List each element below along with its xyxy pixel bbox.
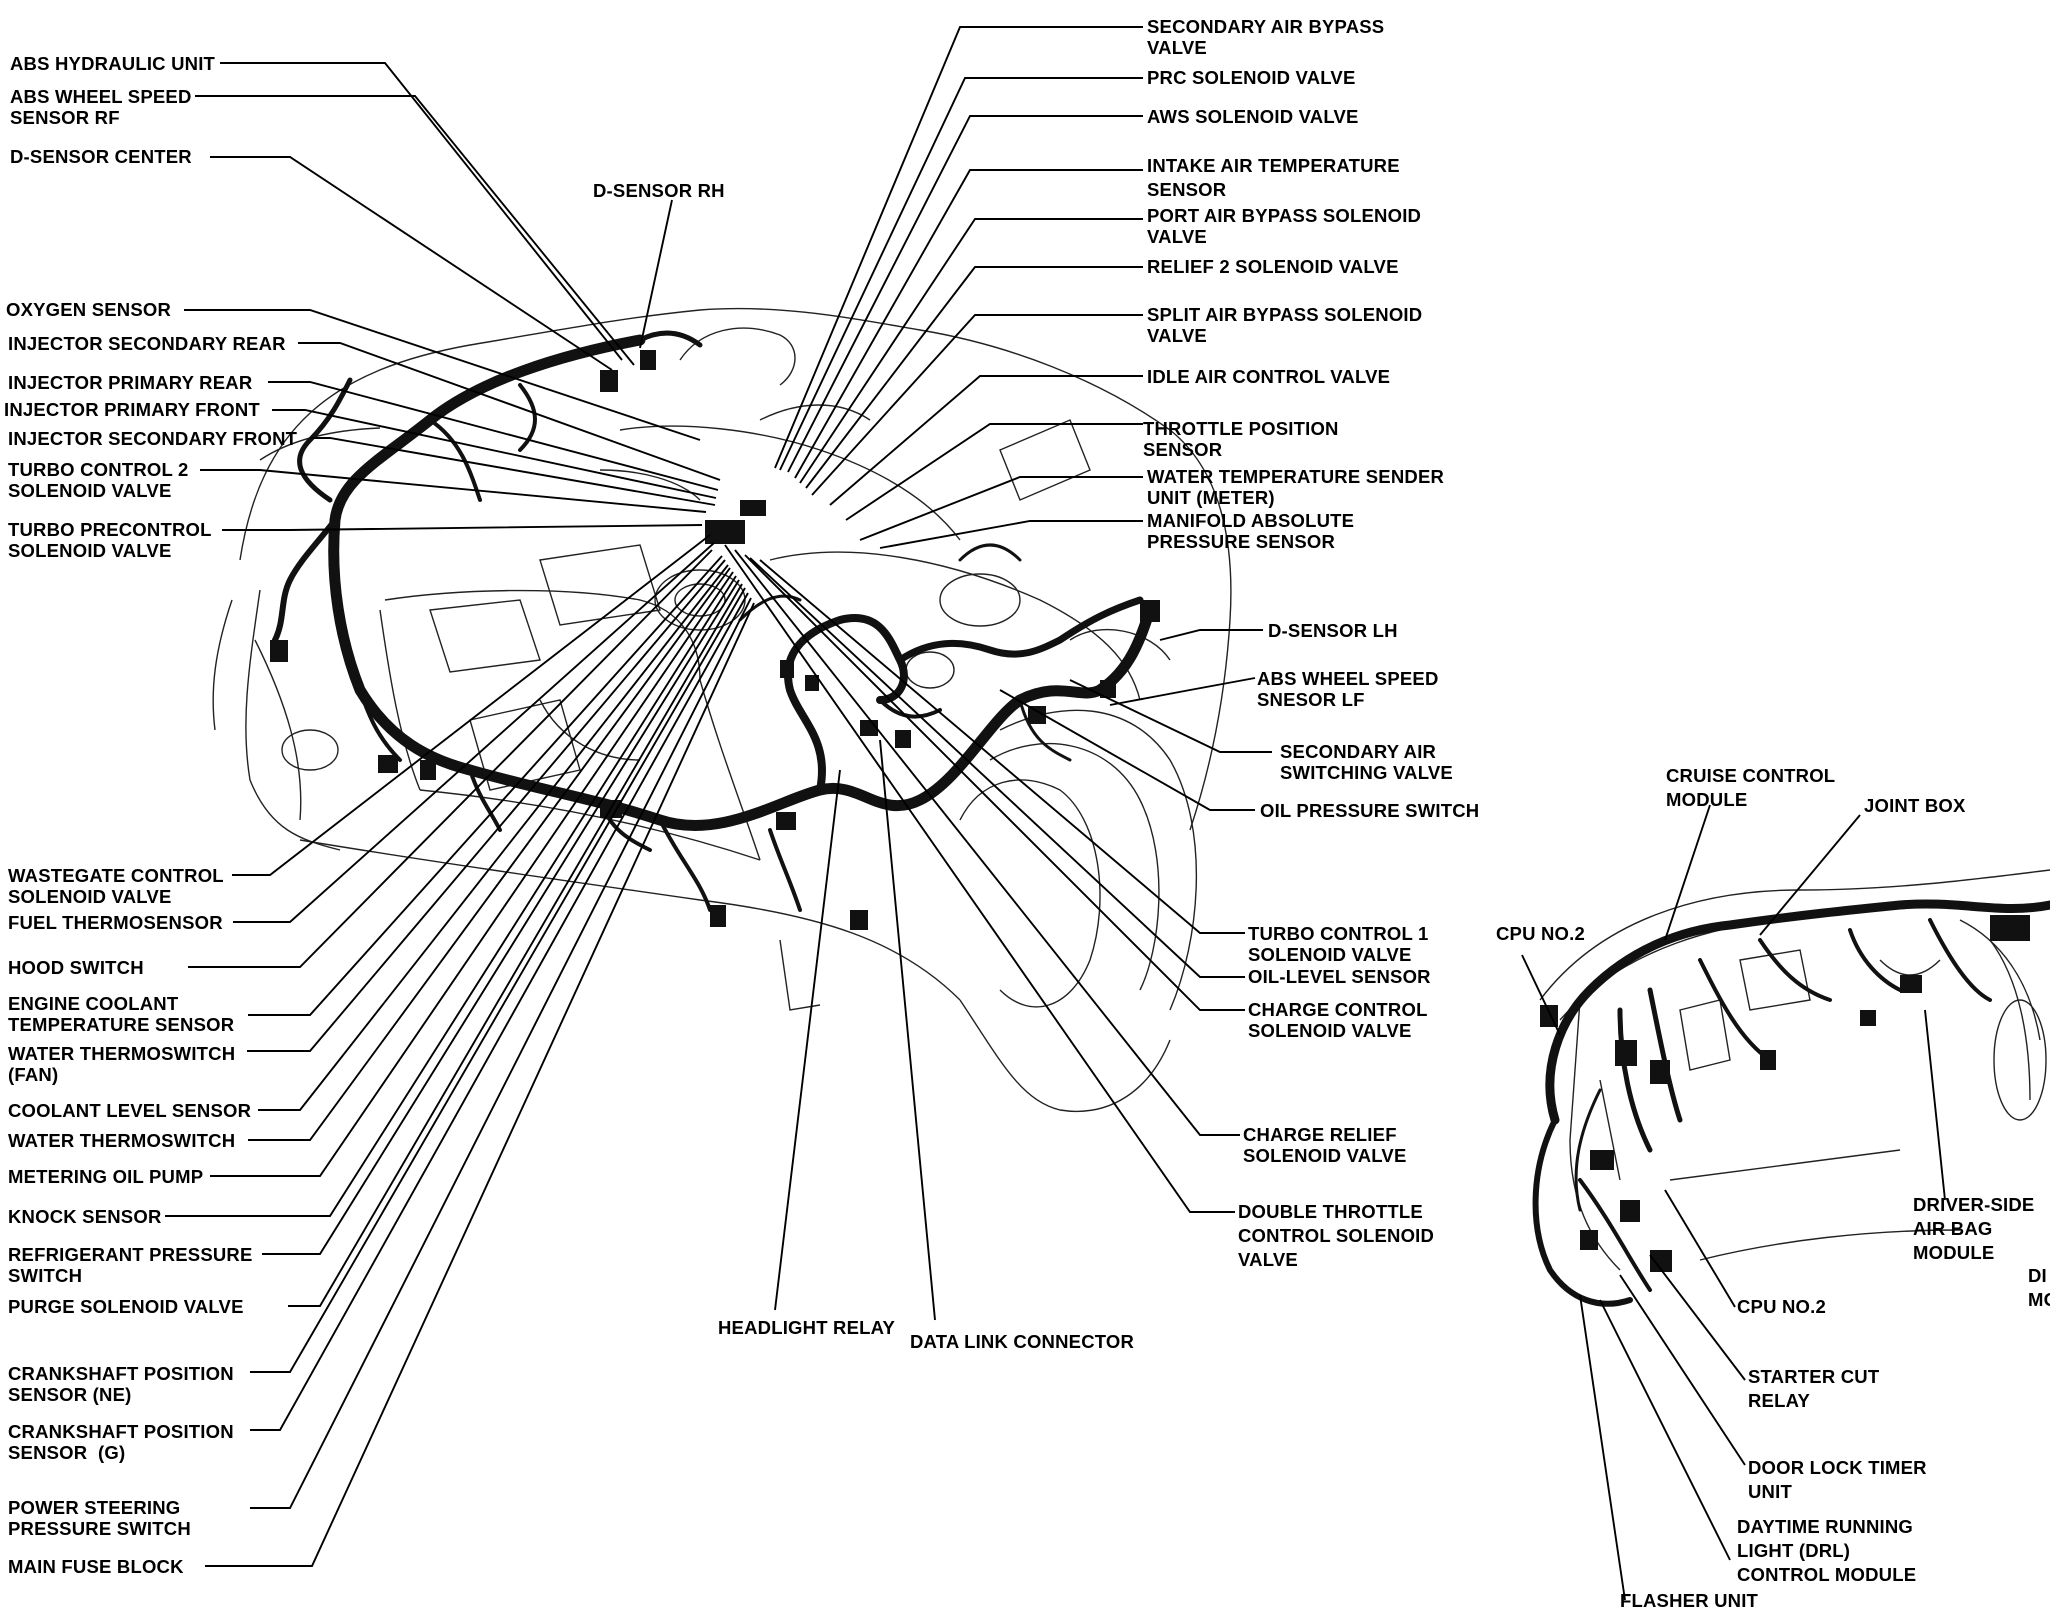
- label-oxygen-sensor: OXYGEN SENSOR: [6, 299, 172, 320]
- label-port-air-bypass-solenoid-valve: PORT AIR BYPASS SOLENOID VALVE: [1147, 205, 1422, 247]
- label-water-thermoswitch-fan: WATER THERMOSWITCH (FAN): [8, 1043, 236, 1085]
- label-abs-wheel-speed-sensor-lf: ABS WHEEL SPEED SNESOR LF: [1257, 668, 1439, 710]
- label-driver-side-air-bag-module: DRIVER-SIDE AIR BAG MODULE: [1913, 1194, 2035, 1263]
- label-split-air-bypass-solenoid-valve: SPLIT AIR BYPASS SOLENOID VALVE: [1147, 304, 1423, 346]
- label-water-thermoswitch: WATER THERMOSWITCH: [8, 1130, 236, 1151]
- label-double-throttle-control-solenoid-valve: DOUBLE THROTTLE CONTROL SOLENOID VALVE: [1238, 1201, 1435, 1270]
- label-fuel-thermosensor: FUEL THERMOSENSOR: [8, 912, 223, 933]
- label-cpu-no2-top: CPU NO.2: [1496, 923, 1585, 944]
- label-hood-switch: HOOD SWITCH: [8, 957, 144, 978]
- label-abs-hydraulic-unit: ABS HYDRAULIC UNIT: [10, 53, 216, 74]
- label-purge-solenoid-valve: PURGE SOLENOID VALVE: [8, 1296, 244, 1317]
- label-door-lock-timer-unit: DOOR LOCK TIMER UNIT: [1748, 1457, 1927, 1502]
- label-charge-control-solenoid-valve: CHARGE CONTROL SOLENOID VALVE: [1248, 999, 1428, 1041]
- dash-leader-lines: [1521, 804, 1946, 1601]
- harness-connectors: [270, 350, 1160, 930]
- label-crankshaft-position-sensor-g: CRANKSHAFT POSITION SENSOR (G): [8, 1421, 234, 1463]
- label-refrigerant-pressure-switch: REFRIGERANT PRESSURE SWITCH: [8, 1244, 253, 1286]
- label-aws-solenoid-valve: AWS SOLENOID VALVE: [1147, 106, 1359, 127]
- label-cpu-no2-bottom: CPU NO.2: [1737, 1296, 1826, 1317]
- label-injector-secondary-front: INJECTOR SECONDARY FRONT: [8, 428, 298, 449]
- label-injector-secondary-rear: INJECTOR SECONDARY REAR: [8, 333, 286, 354]
- label-data-link-connector: DATA LINK CONNECTOR: [910, 1331, 1135, 1352]
- label-drl-control-module: DAYTIME RUNNING LIGHT (DRL) CONTROL MODU…: [1737, 1516, 1917, 1585]
- label-d-sensor-lh: D-SENSOR LH: [1268, 620, 1398, 641]
- label-abs-wheel-speed-sensor-rf: ABS WHEEL SPEED SENSOR RF: [10, 86, 192, 128]
- label-d-sensor-rh: D-SENSOR RH: [593, 180, 725, 201]
- label-headlight-relay: HEADLIGHT RELAY: [718, 1317, 896, 1338]
- label-turbo-control-2-solenoid-valve: TURBO CONTROL 2 SOLENOID VALVE: [8, 459, 189, 501]
- label-charge-relief-solenoid-valve: CHARGE RELIEF SOLENOID VALVE: [1243, 1124, 1407, 1166]
- label-throttle-position-sensor: THROTTLE POSITION SENSOR: [1143, 418, 1339, 460]
- engine-leader-lines: [165, 26, 1272, 1567]
- label-turbo-precontrol-solenoid-valve: TURBO PRECONTROL SOLENOID VALVE: [8, 519, 212, 561]
- label-relief-2-solenoid-valve: RELIEF 2 SOLENOID VALVE: [1147, 256, 1399, 277]
- label-secondary-air-bypass-valve: SECONDARY AIR BYPASS VALVE: [1147, 16, 1385, 58]
- label-d-sensor-center: D-SENSOR CENTER: [10, 146, 192, 167]
- label-oil-pressure-switch: OIL PRESSURE SWITCH: [1260, 800, 1480, 821]
- label-oil-level-sensor: OIL-LEVEL SENSOR: [1248, 966, 1431, 987]
- label-injector-primary-rear: INJECTOR PRIMARY REAR: [8, 372, 253, 393]
- label-secondary-air-switching-valve: SECONDARY AIR SWITCHING VALVE: [1280, 741, 1453, 783]
- label-metering-oil-pump: METERING OIL PUMP: [8, 1166, 204, 1187]
- label-intake-air-temperature-sensor: INTAKE AIR TEMPERATURE SENSOR: [1147, 155, 1400, 200]
- label-idle-air-control-valve: IDLE AIR CONTROL VALVE: [1147, 366, 1391, 387]
- label-crankshaft-position-sensor-ne: CRANKSHAFT POSITION SENSOR (NE): [8, 1363, 234, 1405]
- label-prc-solenoid-valve: PRC SOLENOID VALVE: [1147, 67, 1356, 88]
- label-main-fuse-block: MAIN FUSE BLOCK: [8, 1556, 184, 1577]
- label-engine-coolant-temperature-sensor: ENGINE COOLANT TEMPERATURE SENSOR: [8, 993, 235, 1035]
- label-turbo-control-1-solenoid-valve: TURBO CONTROL 1 SOLENOID VALVE: [1248, 923, 1429, 965]
- label-di-mo-cropped: DI MO: [2028, 1265, 2050, 1310]
- label-joint-box: JOINT BOX: [1864, 795, 1966, 816]
- label-starter-cut-relay: STARTER CUT RELAY: [1748, 1366, 1880, 1411]
- dash-harness: [1532, 899, 2050, 1307]
- label-coolant-level-sensor: COOLANT LEVEL SENSOR: [8, 1100, 252, 1121]
- label-flasher-unit: FLASHER UNIT: [1620, 1590, 1759, 1611]
- label-power-steering-pressure-switch: POWER STEERING PRESSURE SWITCH: [8, 1497, 191, 1539]
- label-manifold-absolute-pressure-sensor: MANIFOLD ABSOLUTE PRESSURE SENSOR: [1147, 510, 1355, 552]
- label-water-temperature-sender-unit: WATER TEMPERATURE SENDER UNIT (METER): [1147, 466, 1445, 508]
- dash-outline: [1539, 869, 2050, 1271]
- label-injector-primary-front: INJECTOR PRIMARY FRONT: [4, 399, 260, 420]
- label-wastegate-control-solenoid-valve: WASTEGATE CONTROL SOLENOID VALVE: [8, 865, 224, 907]
- label-knock-sensor: KNOCK SENSOR: [8, 1206, 162, 1227]
- label-cruise-control-module: CRUISE CONTROL MODULE: [1666, 765, 1836, 810]
